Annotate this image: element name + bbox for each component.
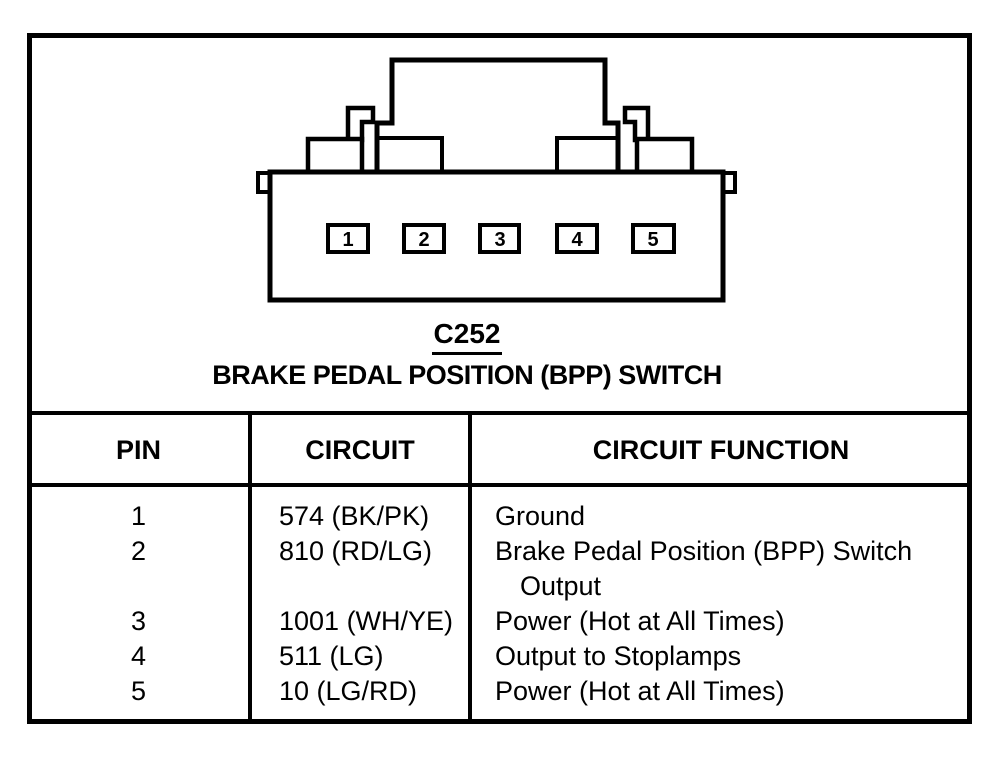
table-top-rule — [27, 411, 972, 415]
pin-number-3: 3 — [494, 229, 505, 251]
circuit-cell: 10 (LG/RD) — [279, 676, 418, 706]
function-line: Ground — [495, 501, 586, 531]
connector-right-latch-pad — [634, 136, 695, 176]
function-line: Output to Stoplamps — [495, 641, 742, 671]
function-cell: Brake Pedal Position (BPP) Switch Output — [470, 534, 972, 604]
function-line: Brake Pedal Position (BPP) Switch — [495, 536, 913, 566]
pin-number-2: 2 — [418, 229, 429, 251]
pinout-table-body: 1 574 (BK/PK) Ground 2 810 (RD/LG) Brake… — [27, 499, 972, 709]
function-cell: Power (Hot at All Times) — [470, 604, 972, 639]
pin-cell: 1 — [130, 501, 147, 531]
pin-cell: 2 — [130, 536, 147, 566]
pin-box-2 — [402, 223, 446, 254]
connector-id-title-row: C252 — [27, 318, 907, 355]
connector-top-block-right-pad-edge — [555, 136, 618, 174]
circuit-cell: 810 (RD/LG) — [279, 536, 433, 566]
function-line-2: Output — [520, 571, 602, 601]
table-column-divider-2 — [468, 411, 472, 724]
table-column-divider-1 — [248, 411, 252, 724]
table-header-rule — [27, 483, 972, 487]
header-circuit: CIRCUIT — [305, 435, 415, 465]
pin-number-1: 1 — [342, 229, 353, 251]
circuit-cell: 511 (LG) — [279, 641, 384, 671]
function-cell: Ground — [470, 499, 972, 534]
pin-box-4 — [555, 223, 599, 254]
connector-name-title: BRAKE PEDAL POSITION (BPP) SWITCH — [212, 360, 722, 390]
connector-right-latch-hook — [622, 105, 651, 143]
function-cell: Output to Stoplamps — [470, 639, 972, 674]
header-pin: PIN — [115, 435, 161, 465]
circuit-cell: 1001 (WH/YE) — [279, 606, 454, 636]
connector-id-title: C252 — [431, 318, 503, 355]
connector-top-block — [374, 57, 621, 177]
connector-top-block-left-pad-edge — [377, 136, 444, 174]
pin-box-5 — [631, 223, 676, 254]
pin-cell: 3 — [130, 606, 147, 636]
connector-drawing: 1 2 3 4 5 — [256, 57, 737, 303]
pin-box-3 — [478, 223, 521, 254]
function-cell: Power (Hot at All Times) — [470, 674, 972, 709]
pin-number-4: 4 — [571, 229, 583, 251]
pin-box-1 — [326, 223, 370, 254]
header-circuit-function: CIRCUIT FUNCTION — [592, 435, 850, 465]
function-line: Power (Hot at All Times) — [495, 606, 785, 636]
table-header-row: PIN CIRCUIT CIRCUIT FUNCTION — [27, 434, 972, 466]
pin-cell: 4 — [130, 641, 147, 671]
connector-left-latch-hook — [345, 105, 376, 143]
circuit-cell: 574 (BK/PK) — [279, 501, 430, 531]
pin-number-5: 5 — [647, 229, 658, 251]
function-line: Power (Hot at All Times) — [495, 676, 785, 706]
connector-left-latch-pad — [305, 136, 365, 176]
pin-cell: 5 — [130, 676, 147, 706]
